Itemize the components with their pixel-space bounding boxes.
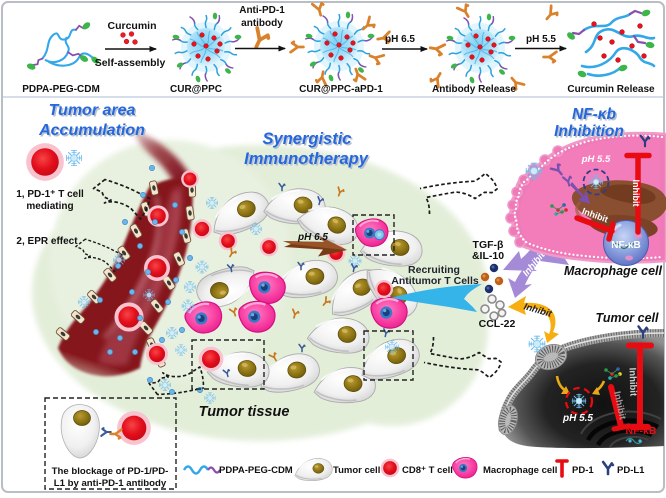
svg-text:&IL-10: &IL-10 xyxy=(472,250,504,262)
svg-text:CD8⁺ T cell: CD8⁺ T cell xyxy=(402,465,453,476)
svg-text:antibody: antibody xyxy=(241,18,283,29)
svg-text:The blockage of PD-1/PD-: The blockage of PD-1/PD- xyxy=(52,466,169,477)
svg-text:NF-κb: NF-κb xyxy=(573,108,618,125)
svg-text:PD-1: PD-1 xyxy=(572,465,594,476)
svg-text:pH 6.5: pH 6.5 xyxy=(297,232,328,243)
svg-text:Accumulation: Accumulation xyxy=(38,122,145,139)
svg-text:mediating: mediating xyxy=(26,201,73,212)
svg-text:PD-L1: PD-L1 xyxy=(617,465,645,476)
svg-text:Recruiting: Recruiting xyxy=(408,264,460,276)
svg-text:Immunotherapy: Immunotherapy xyxy=(244,150,369,168)
svg-text:pH 5.5: pH 5.5 xyxy=(581,154,611,165)
svg-text:Inhibition: Inhibition xyxy=(556,125,626,142)
svg-text:2, EPR effect: 2, EPR effect xyxy=(16,236,78,247)
svg-text:Macrophage cell: Macrophage cell xyxy=(564,264,662,278)
svg-text:Tumor cell: Tumor cell xyxy=(596,311,660,325)
svg-text:PDPA-PEG-CDM: PDPA-PEG-CDM xyxy=(22,84,100,95)
svg-text:pH 5.5: pH 5.5 xyxy=(562,413,593,424)
svg-text:Anti-PD-1: Anti-PD-1 xyxy=(239,5,285,16)
svg-text:CUR@PPC: CUR@PPC xyxy=(170,84,222,95)
svg-text:NF-κB: NF-κB xyxy=(611,240,640,251)
svg-text:Tumor tissue: Tumor tissue xyxy=(199,404,290,420)
svg-text:TGF-β: TGF-β xyxy=(473,239,504,251)
svg-text:Inhibition: Inhibition xyxy=(554,123,624,140)
svg-text:Synergistic: Synergistic xyxy=(263,130,352,148)
svg-text:L1 by anti-PD-1 antibody: L1 by anti-PD-1 antibody xyxy=(54,478,167,489)
svg-text:Inhibit: Inhibit xyxy=(631,180,641,207)
svg-text:Curcumin: Curcumin xyxy=(107,20,156,32)
svg-text:Inhibit: Inhibit xyxy=(627,367,639,397)
svg-text:Accumulation: Accumulation xyxy=(40,124,147,141)
svg-text:1, PD-1⁺ T cell: 1, PD-1⁺ T cell xyxy=(16,189,84,200)
svg-text:Tumor area: Tumor area xyxy=(50,104,137,121)
svg-text:pH 5.5: pH 5.5 xyxy=(526,34,556,45)
svg-text:NF-κb: NF-κb xyxy=(572,106,617,123)
svg-text:Curcumin Release: Curcumin Release xyxy=(567,84,655,95)
svg-text:Tumor cell: Tumor cell xyxy=(333,465,380,476)
svg-text:Antibody Release: Antibody Release xyxy=(432,84,516,95)
svg-text:Macrophage cell: Macrophage cell xyxy=(483,465,557,476)
svg-text:Antitumor T Cells: Antitumor T Cells xyxy=(391,275,479,287)
svg-text:pH 6.5: pH 6.5 xyxy=(385,34,415,45)
svg-text:NF-κB: NF-κB xyxy=(626,425,657,437)
svg-text:Self-assembly: Self-assembly xyxy=(95,57,166,69)
svg-text:Immunotherapy: Immunotherapy xyxy=(246,152,371,170)
svg-text:CCL-22: CCL-22 xyxy=(479,318,516,330)
svg-text:Tumor area: Tumor area xyxy=(49,102,136,119)
svg-text:CUR@PPC-aPD-1: CUR@PPC-aPD-1 xyxy=(299,84,383,95)
svg-text:Synergistic: Synergistic xyxy=(264,132,353,150)
svg-text:PDPA-PEG-CDM: PDPA-PEG-CDM xyxy=(219,465,293,476)
